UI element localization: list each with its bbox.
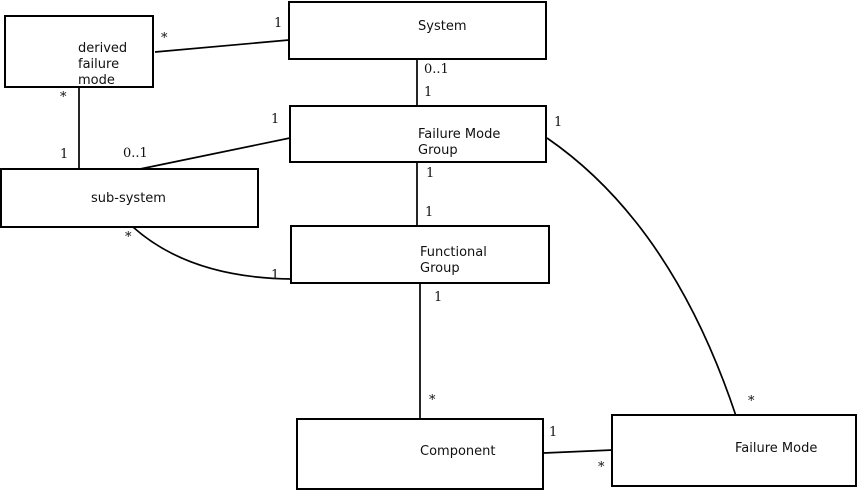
node-label-line: Functional bbox=[420, 245, 487, 260]
node-label-line: Group bbox=[420, 261, 460, 276]
multiplicity-label: 1 bbox=[271, 112, 280, 127]
node-component[interactable]: Component bbox=[296, 418, 544, 490]
edge-component-to-failure-mode[interactable] bbox=[543, 449, 614, 454]
node-derived-failure-mode[interactable]: derived failure mode bbox=[4, 15, 154, 88]
multiplicity-label: 1 bbox=[426, 166, 435, 181]
node-label-line: Failure Mode bbox=[735, 441, 818, 456]
node-label-line: sub-system bbox=[91, 191, 166, 206]
multiplicity-label: * bbox=[161, 31, 168, 46]
multiplicity-label: 1 bbox=[271, 268, 280, 283]
multiplicity-label: 1 bbox=[274, 16, 283, 31]
edge-failure-mode-group-to-failure-mode[interactable] bbox=[546, 137, 737, 417]
multiplicity-label: * bbox=[429, 393, 436, 408]
multiplicity-label: 1 bbox=[60, 147, 69, 162]
node-label-line: mode bbox=[78, 73, 115, 88]
multiplicity-label: 0..1 bbox=[424, 62, 449, 77]
multiplicity-label: * bbox=[598, 460, 605, 475]
multiplicity-label: * bbox=[60, 90, 67, 105]
multiplicity-label: 1 bbox=[554, 115, 563, 130]
multiplicity-label: 1 bbox=[549, 425, 558, 440]
node-label-line: failure bbox=[78, 57, 120, 72]
node-label-line: Group bbox=[418, 143, 458, 158]
edge-derived-failure-mode-to-system[interactable] bbox=[154, 39, 290, 53]
multiplicity-label: 0..1 bbox=[123, 146, 148, 161]
multiplicity-label: 1 bbox=[434, 290, 443, 305]
node-failure-mode-group[interactable]: Failure Mode Group bbox=[289, 105, 547, 163]
node-system[interactable]: System bbox=[288, 1, 547, 60]
multiplicity-label: 1 bbox=[424, 85, 433, 100]
node-functional-group[interactable]: Functional Group bbox=[290, 225, 550, 284]
edge-sub-system-to-functional-group[interactable] bbox=[132, 226, 293, 280]
multiplicity-label: 1 bbox=[425, 205, 434, 220]
node-label-line: derived bbox=[78, 41, 128, 56]
node-label-line: System bbox=[418, 19, 467, 34]
node-failure-mode[interactable]: Failure Mode bbox=[611, 414, 857, 487]
multiplicity-label: * bbox=[748, 394, 755, 409]
node-label-line: Component bbox=[420, 444, 496, 459]
edge-sub-system-to-failure-mode-group[interactable] bbox=[139, 137, 291, 170]
node-label-line: Failure Mode bbox=[418, 127, 501, 142]
multiplicity-label: * bbox=[125, 230, 132, 245]
node-sub-system[interactable]: sub-system bbox=[0, 168, 259, 228]
